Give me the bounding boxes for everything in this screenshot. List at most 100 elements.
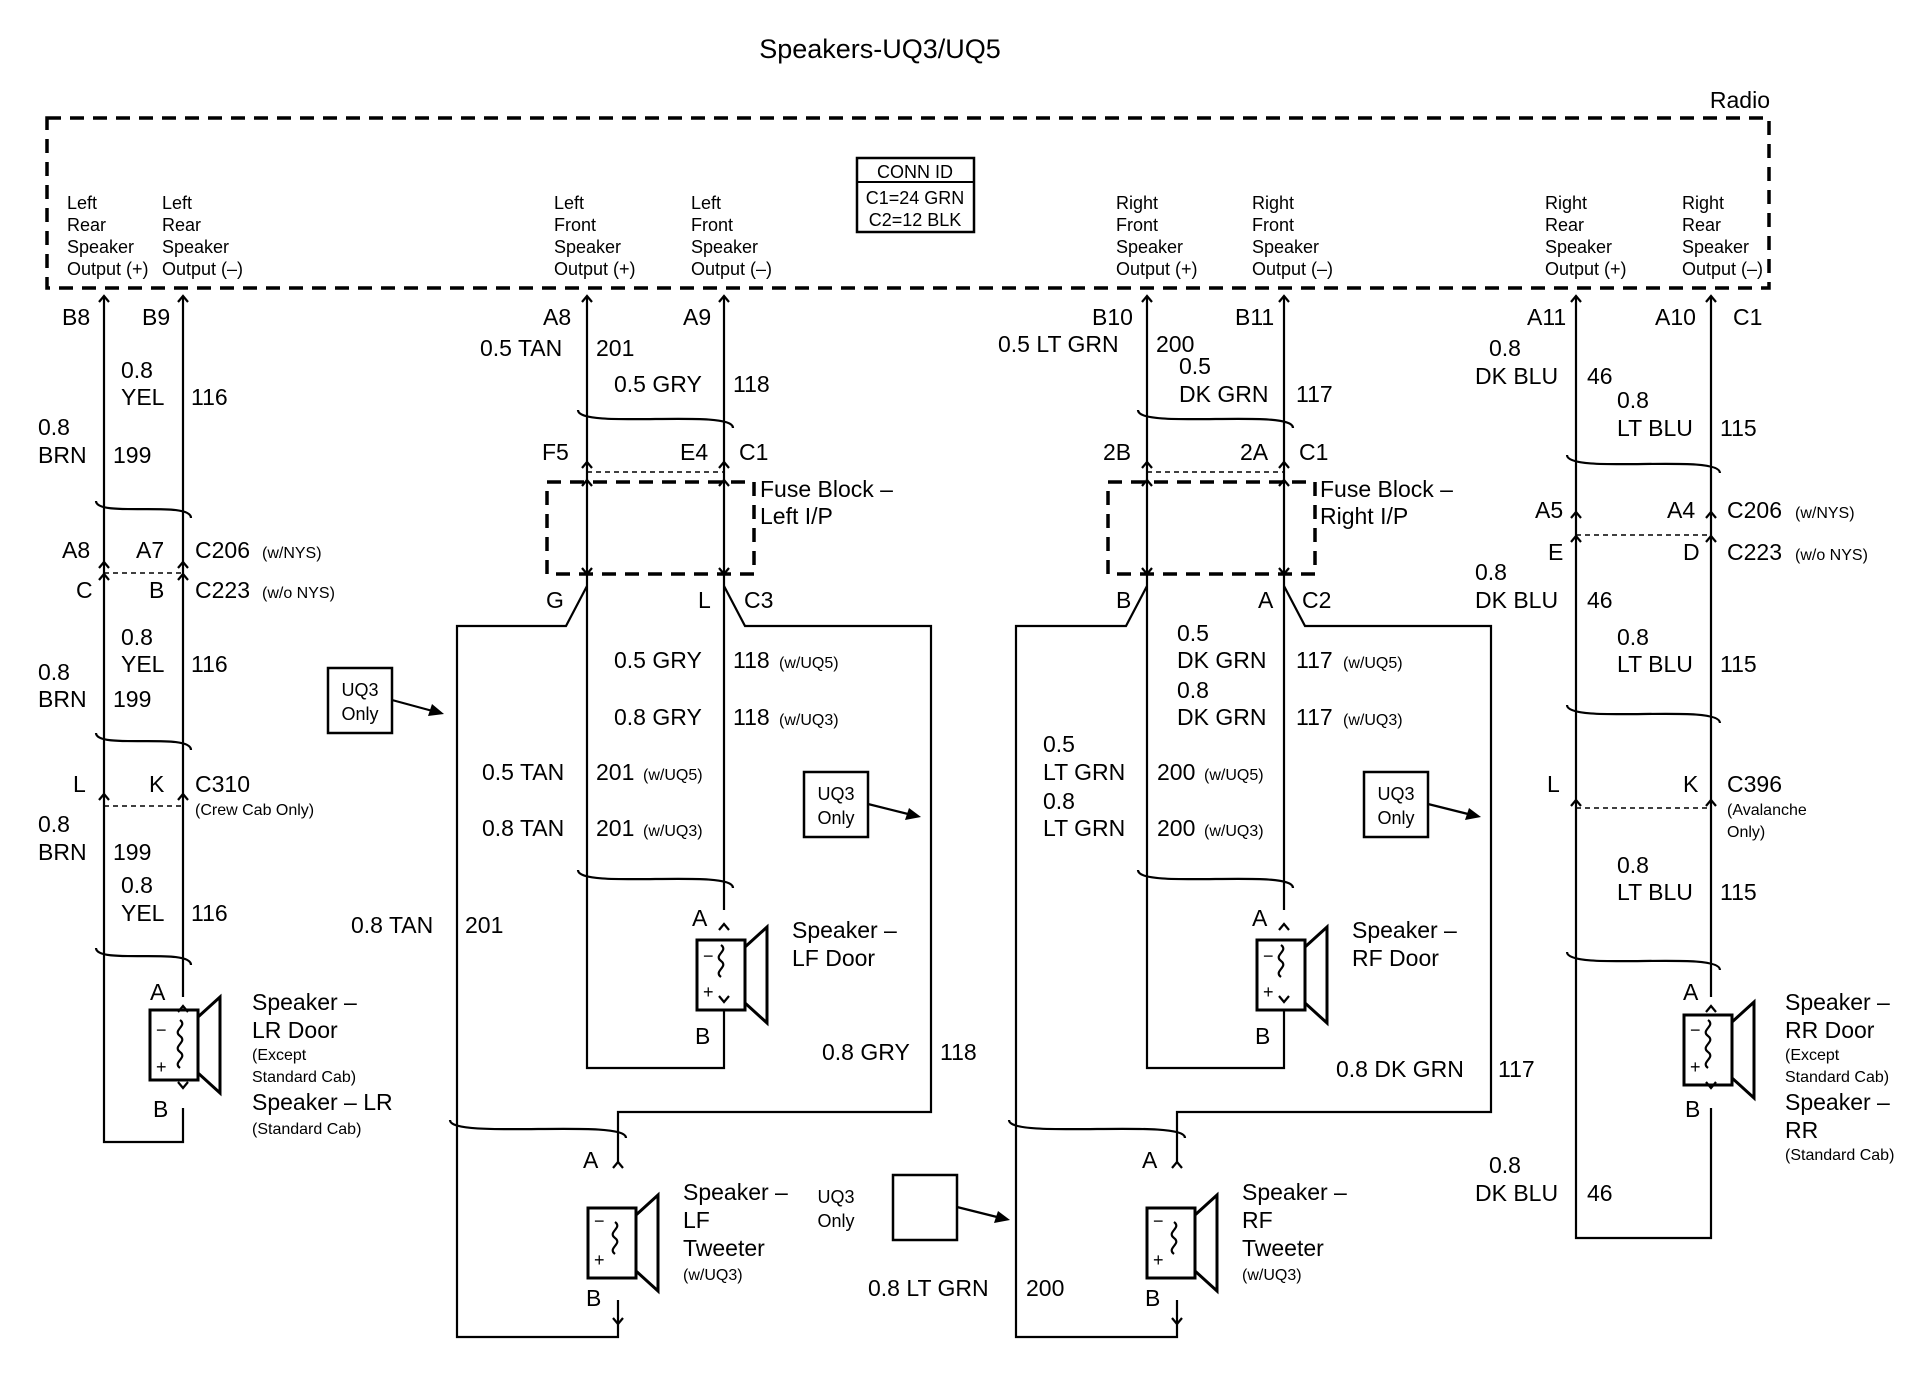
lr-w3-circuit: 116 — [191, 651, 228, 677]
rf-w6-note: (w/UQ3) — [1204, 823, 1264, 840]
rf-tw-label2: RF — [1242, 1207, 1273, 1233]
rf-conn-a: A — [1258, 587, 1274, 613]
rf-w4-circuit: 117 — [1296, 704, 1333, 730]
rr-conn-a4: A4 — [1667, 497, 1695, 523]
conn-id-box: CONN ID C1=24 GRN C2=12 BLK — [855, 156, 976, 234]
rf-w4-note: (w/UQ3) — [1343, 712, 1403, 729]
svg-text:+: + — [1153, 1250, 1164, 1270]
lf-uq3-a2: Only — [341, 704, 378, 724]
rf-w8-circuit: 200 — [1026, 1275, 1064, 1301]
rr-pos-l2: Rear — [1545, 215, 1584, 235]
lr-w2-color: BRN — [38, 442, 87, 468]
lf-spk-a: A — [692, 905, 708, 931]
pin-a10: A10 — [1655, 304, 1696, 330]
conn-id-header: CONN ID — [877, 162, 953, 182]
rf-w6-circuit: 200 — [1157, 815, 1195, 841]
radio-pin-labels: B8 B9 A8 A9 B10 B11 A11 A10 C1 — [62, 304, 1762, 330]
lr-pos-l3: Speaker — [67, 237, 134, 257]
diagram-title: Speakers-UQ3/UQ5 — [759, 34, 1001, 64]
fuse-block-left-ip — [545, 480, 756, 576]
rr-neg-l2: Rear — [1682, 215, 1721, 235]
lr-spk-label1: Speaker – — [252, 989, 357, 1015]
lr-w2-circuit: 199 — [113, 442, 151, 468]
pin-a9: A9 — [683, 304, 711, 330]
rr-neg-l4: Output (–) — [1682, 259, 1763, 279]
rf-uq3-a2: Only — [817, 1211, 854, 1231]
rf-uq3-a1: UQ3 — [817, 1187, 854, 1207]
rf-w3-size: 0.5 — [1177, 620, 1209, 646]
rr-conn-d: D — [1683, 539, 1700, 565]
lf-tw-label3: Tweeter — [683, 1235, 765, 1261]
rr-pos-l3: Speaker — [1545, 237, 1612, 257]
rf-conn-c1: C1 — [1299, 439, 1328, 465]
lf-w4-note: (w/UQ3) — [779, 712, 839, 729]
svg-text:−: − — [594, 1211, 605, 1231]
rr-neg-l1: Right — [1682, 193, 1724, 213]
lf-w6-label: 0.8 TAN — [482, 815, 564, 841]
lr-c310: C310 — [195, 771, 250, 797]
lr-w6-size: 0.8 — [121, 872, 153, 898]
rr-w2-circuit: 115 — [1720, 415, 1757, 441]
pin-a11: A11 — [1527, 304, 1566, 330]
radio-label: Radio — [1710, 87, 1770, 113]
rr-w4-circuit: 115 — [1720, 651, 1757, 677]
rr-w1-circuit: 46 — [1587, 363, 1613, 389]
pin-b10: B10 — [1092, 304, 1133, 330]
lr-pos-l2: Rear — [67, 215, 106, 235]
rf-tw-label1: Speaker – — [1242, 1179, 1347, 1205]
lf-tw-a: A — [583, 1147, 599, 1173]
rf-tw-label3: Tweeter — [1242, 1235, 1324, 1261]
rf-pos-l2: Front — [1116, 215, 1158, 235]
lf-conn-f5: F5 — [542, 439, 569, 465]
rf-w6-size: 0.8 — [1043, 788, 1075, 814]
left-front-circuit: − + − + — [326, 294, 1010, 1339]
lf-uq3-a1: UQ3 — [341, 680, 378, 700]
lr-neg-l1: Left — [162, 193, 192, 213]
rf-neg-l3: Speaker — [1252, 237, 1319, 257]
rr-w4-color: LT BLU — [1617, 651, 1693, 677]
rf-w2-circuit: 117 — [1296, 381, 1333, 407]
lr-w5-color: BRN — [38, 839, 87, 865]
lf-w6-circuit: 201 — [596, 815, 634, 841]
lr-c223: C223 — [195, 577, 250, 603]
lf-pos-l3: Speaker — [554, 237, 621, 257]
lf-uq3-b1: UQ3 — [817, 784, 854, 804]
rf-pos-l3: Speaker — [1116, 237, 1183, 257]
rr-w3-color: DK BLU — [1475, 587, 1558, 613]
rr-pos-l4: Output (+) — [1545, 259, 1627, 279]
svg-text:+: + — [1690, 1057, 1701, 1077]
lf-w7-circuit: 201 — [465, 912, 503, 938]
rr-spk-note2: Standard Cab) — [1785, 1069, 1889, 1086]
pin-b8: B8 — [62, 304, 90, 330]
lf-conn-e4: E4 — [680, 439, 708, 465]
lr-neg-l4: Output (–) — [162, 259, 243, 279]
rf-spk-label2: RF Door — [1352, 945, 1439, 971]
rf-uq3-b1: UQ3 — [1377, 784, 1414, 804]
rf-w4-size: 0.8 — [1177, 677, 1209, 703]
right-front-labels: 0.5 LT GRN 200 0.5 DK GRN 117 2B 2A C1 F… — [817, 331, 1534, 1311]
rf-tw-b: B — [1145, 1285, 1160, 1311]
rf-tw-a: A — [1142, 1147, 1158, 1173]
rr-conn-e: E — [1548, 539, 1563, 565]
rr-spk-alt2: RR — [1785, 1117, 1818, 1143]
rf-neg-l2: Front — [1252, 215, 1294, 235]
lf-w3-label: 0.5 GRY — [614, 647, 702, 673]
lr-w4-color: BRN — [38, 686, 87, 712]
rf-neg-l1: Right — [1252, 193, 1294, 213]
lr-conn-a7: A7 — [136, 537, 164, 563]
lr-w4-circuit: 199 — [113, 686, 151, 712]
rr-spk-note1: (Except — [1785, 1047, 1840, 1064]
rf-w5-size: 0.5 — [1043, 731, 1075, 757]
lr-spk-b: B — [153, 1096, 168, 1122]
lr-w1-circuit: 116 — [191, 384, 228, 410]
rr-w2-size: 0.8 — [1617, 387, 1649, 413]
lr-w5-size: 0.8 — [38, 811, 70, 837]
rr-conn-a5: A5 — [1535, 497, 1563, 523]
fuse-block-right-ip — [1106, 480, 1317, 576]
